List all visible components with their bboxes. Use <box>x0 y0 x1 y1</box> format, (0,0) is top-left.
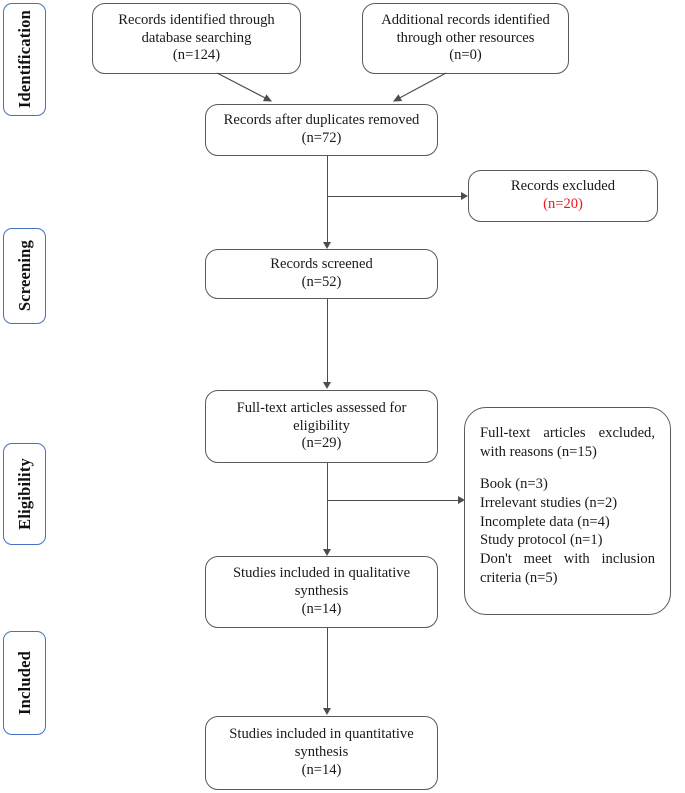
arrowhead-fulltext-to-reasons <box>458 495 465 504</box>
arrow-database-to-duplicates <box>216 72 273 102</box>
box-records-screened-label: Records screened <box>270 256 373 273</box>
box-records-screened: Records screened (n=52) <box>205 249 438 299</box>
box-other-records-line-2: through other resources <box>396 29 535 46</box>
stage-label-identification-text: Identification <box>14 10 34 109</box>
reasons-spacer <box>480 461 655 475</box>
reason-item-inclusion-criteria: Don't meet with inclusion criteria (n=5) <box>480 551 655 586</box>
box-other-records: Additional records identified through ot… <box>362 3 569 74</box>
box-records-excluded: Records excluded (n=20) <box>468 170 658 222</box>
stage-label-identification: Identification <box>3 3 46 116</box>
box-records-excluded-label: Records excluded <box>510 178 616 195</box>
stage-label-screening-text: Screening <box>14 240 34 312</box>
box-fulltext-assessed-line-2: eligibility <box>293 417 350 434</box>
box-records-excluded-count: (n=20) <box>543 196 583 212</box>
stage-label-screening: Screening <box>3 228 46 324</box>
connector-screened-to-fulltext <box>327 299 328 383</box>
arrowhead-screened-to-fulltext <box>322 382 331 389</box>
box-fulltext-assessed-line-1: Full-text articles assessed for <box>236 399 407 416</box>
arrowhead-fulltext-to-qualitative <box>322 549 331 556</box>
arrowhead-qualitative-to-quantitative <box>322 708 331 715</box>
reason-item-book: Book (n=3) <box>480 476 548 493</box>
box-database-records-line-2: database searching <box>141 29 252 46</box>
box-duplicates-removed: Records after duplicates removed (n=72) <box>205 104 438 156</box>
box-database-records: Records identified through database sear… <box>92 3 301 74</box>
arrow-other-to-duplicates <box>392 72 447 102</box>
connector-duplicates-to-screened <box>327 156 328 243</box>
reason-item-study-protocol: Study protocol (n=1) <box>480 532 603 549</box>
box-database-records-count: (n=124) <box>172 47 221 64</box>
connector-fulltext-to-reasons <box>327 500 460 501</box>
box-database-records-line-1: Records identified through <box>118 11 275 28</box>
arrowhead-duplicates-to-screened <box>322 242 331 249</box>
box-other-records-count: (n=0) <box>449 47 482 64</box>
box-qualitative-synthesis-count: (n=14) <box>301 600 342 617</box>
box-qualitative-synthesis: Studies included in qualitative synthesi… <box>205 556 438 628</box>
box-qualitative-synthesis-line-1: Studies included in qualitative <box>232 565 411 582</box>
connector-fulltext-to-qualitative <box>327 463 328 550</box>
box-quantitative-synthesis: Studies included in quantitative synthes… <box>205 716 438 790</box>
stage-label-eligibility: Eligibility <box>3 443 46 545</box>
stage-label-eligibility-text: Eligibility <box>14 458 34 530</box>
box-fulltext-assessed-count: (n=29) <box>301 435 342 452</box>
stage-label-included: Included <box>3 631 46 735</box>
box-other-records-line-1: Additional records identified <box>381 11 550 28</box>
reason-item-incomplete-data: Incomplete data (n=4) <box>480 513 610 530</box>
connector-qualitative-to-quantitative <box>327 628 328 709</box>
connector-screened-to-excluded <box>327 196 463 197</box>
box-duplicates-removed-count: (n=72) <box>301 130 342 146</box>
box-duplicates-removed-line-1: Records after duplicates removed <box>223 112 420 129</box>
box-quantitative-synthesis-count: (n=14) <box>301 761 342 778</box>
box-fulltext-assessed: Full-text articles assessed for eligibil… <box>205 390 438 463</box>
arrowhead-screened-to-excluded <box>461 191 468 200</box>
box-records-screened-count: (n=52) <box>301 274 342 290</box>
box-quantitative-synthesis-line-2: synthesis <box>294 744 349 761</box>
stage-label-included-text: Included <box>14 651 34 715</box>
box-qualitative-synthesis-line-2: synthesis <box>294 583 349 600</box>
box-fulltext-excluded-heading: Full-text articles excluded, with reason… <box>480 425 655 460</box>
box-quantitative-synthesis-line-1: Studies included in quantitative <box>229 726 414 743</box>
box-fulltext-excluded-reasons: Full-text articles excluded, with reason… <box>464 407 671 615</box>
reason-item-irrelevant-studies: Irrelevant studies (n=2) <box>480 495 618 512</box>
